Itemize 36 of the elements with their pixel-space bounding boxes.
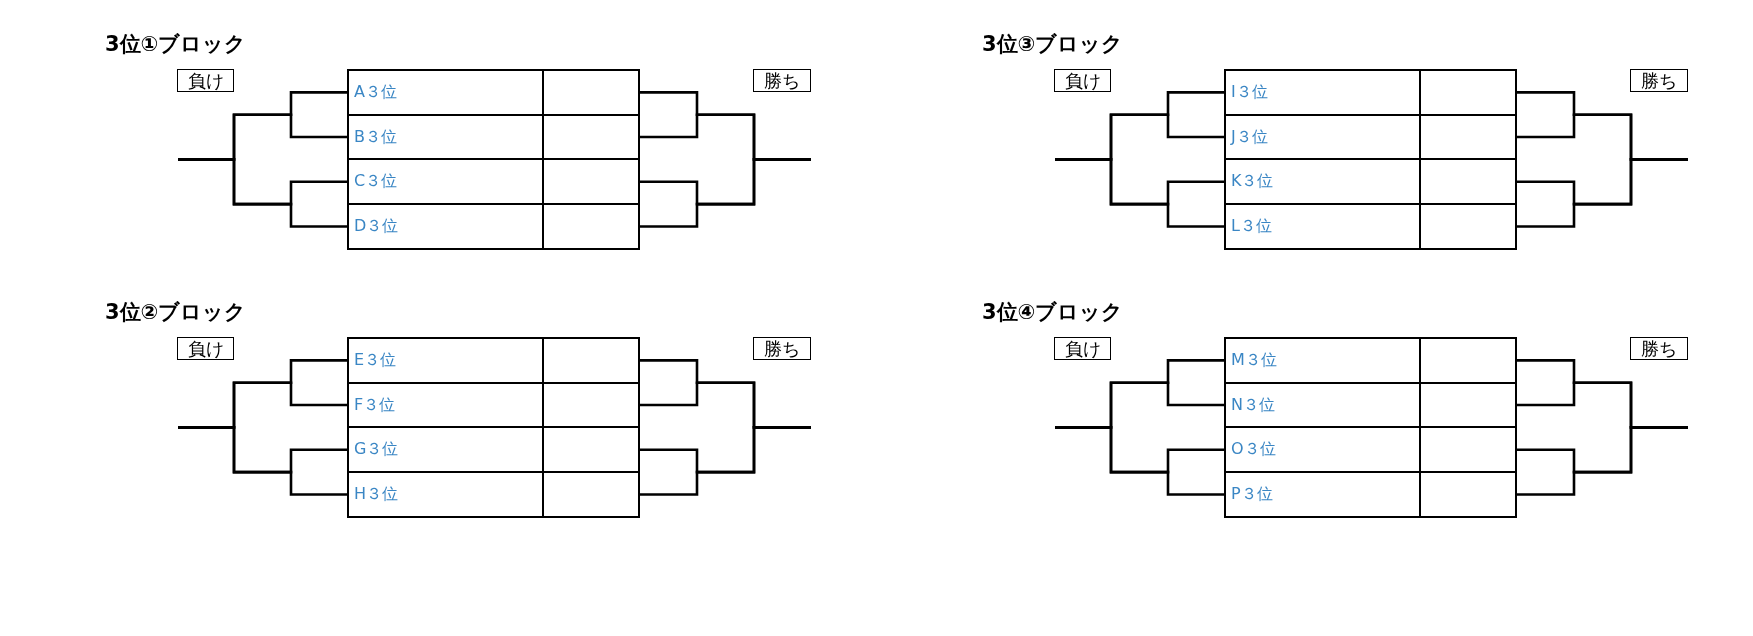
result-tag: 負け <box>1054 337 1111 360</box>
result-tag: 負け <box>177 337 234 360</box>
team-cell: A３位 <box>347 69 544 116</box>
team-cell: I３位 <box>1224 69 1421 116</box>
bracket-line <box>178 158 347 228</box>
result-tag: 負け <box>1054 69 1111 92</box>
result-cell <box>542 69 640 116</box>
result-cell <box>542 337 640 384</box>
team-cell: E３位 <box>347 337 544 384</box>
bracket-line <box>640 158 811 228</box>
bracket-line <box>1517 426 1688 496</box>
result-tag: 勝ち <box>1630 337 1688 360</box>
block-title: 3位②ブロック <box>105 299 247 326</box>
result-tag: 勝ち <box>753 69 811 92</box>
team-cell: L３位 <box>1224 203 1421 250</box>
result-cell <box>1419 69 1517 116</box>
result-cell <box>1419 203 1517 250</box>
team-cell: H３位 <box>347 471 544 518</box>
bracket-line <box>178 426 347 496</box>
team-cell: P３位 <box>1224 471 1421 518</box>
result-cell <box>542 203 640 250</box>
bracket-line <box>1055 426 1224 496</box>
result-cell <box>542 471 640 518</box>
block-title: 3位④ブロック <box>982 299 1124 326</box>
result-cell <box>1419 471 1517 518</box>
result-tag: 勝ち <box>753 337 811 360</box>
bracket-line <box>1055 158 1224 228</box>
result-tag: 勝ち <box>1630 69 1688 92</box>
bracket-line <box>1517 158 1688 228</box>
result-tag: 負け <box>177 69 234 92</box>
team-cell: M３位 <box>1224 337 1421 384</box>
block-title: 3位③ブロック <box>982 31 1124 58</box>
block-title: 3位①ブロック <box>105 31 247 58</box>
result-cell <box>1419 337 1517 384</box>
team-cell: D３位 <box>347 203 544 250</box>
bracket-line <box>640 426 811 496</box>
